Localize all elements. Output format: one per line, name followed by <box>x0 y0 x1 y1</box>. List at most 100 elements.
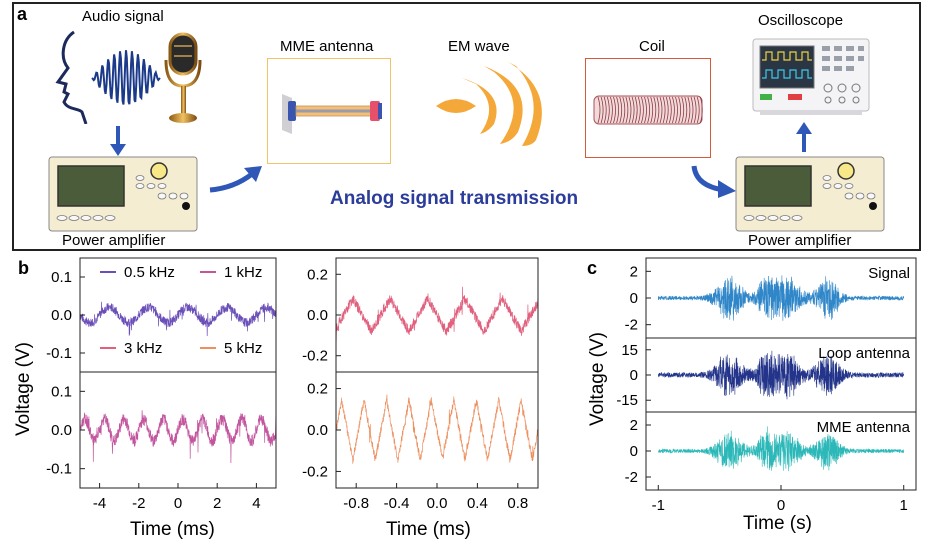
x-tick-label: 2 <box>213 495 221 512</box>
mme-antenna-icon <box>282 94 382 134</box>
coil-turn <box>634 96 638 124</box>
coil-turn <box>597 96 601 124</box>
y-tick-label: 0 <box>630 443 638 460</box>
power-amplifier-left-label: Power amplifier <box>62 232 166 249</box>
coil-turn <box>699 96 703 124</box>
panel-b-xlabel-right: Time (ms) <box>386 519 471 540</box>
y-tick-label: -0.2 <box>302 463 328 480</box>
y-tick-label: 2 <box>630 417 638 434</box>
y-tick-label: -15 <box>616 392 638 409</box>
series-label: MME antenna <box>817 419 911 436</box>
curved-arrow-down-icon <box>691 165 736 198</box>
trace-b-top-left <box>80 301 276 337</box>
coil-turn <box>662 96 666 124</box>
y-tick-label: -0.1 <box>46 345 72 362</box>
coil-label: Coil <box>639 38 665 55</box>
y-tick-label: -0.1 <box>46 461 72 478</box>
audio-signal-label: Audio signal <box>82 8 164 25</box>
panel-b-xlabel-left: Time (ms) <box>130 519 215 540</box>
panel-b-letter: b <box>18 258 29 278</box>
power-amplifier-right-label: Power amplifier <box>748 232 852 249</box>
coil-turn <box>637 96 641 124</box>
coil-turn <box>619 96 623 124</box>
coil-turn <box>684 96 688 124</box>
y-tick-label: 0.1 <box>51 383 72 400</box>
coil-turn <box>656 96 660 124</box>
curved-arrow-icon <box>209 166 262 193</box>
x-tick-label: 0.8 <box>507 495 528 512</box>
arrow-up-icon <box>796 122 812 152</box>
y-tick-label: -2 <box>625 317 638 334</box>
x-tick-label: -2 <box>132 495 145 512</box>
panel-c-xlabel: Time (s) <box>743 513 812 534</box>
trace-b-top-right <box>336 286 538 342</box>
oscilloscope-icon <box>752 38 870 115</box>
mme-antenna-frame <box>267 58 391 164</box>
coil-turn <box>610 96 613 124</box>
coil-turn <box>690 96 694 124</box>
x-tick-label: -0.8 <box>343 495 369 512</box>
trace-c-signal <box>658 275 904 321</box>
mme-antenna-label: MME antenna <box>280 38 374 55</box>
y-tick-label: 0.0 <box>307 307 328 324</box>
y-tick-label: -0.2 <box>302 348 328 365</box>
y-tick-label: 0.0 <box>51 422 72 439</box>
oscilloscope-label: Oscilloscope <box>758 12 844 29</box>
arrow-down-icon <box>110 126 126 156</box>
y-tick-label: 0.1 <box>51 269 72 286</box>
face-waveform-icon <box>55 30 161 124</box>
coil-turn <box>675 96 678 124</box>
y-tick-label: 0.0 <box>307 422 328 439</box>
coil-turn <box>600 96 604 124</box>
microphone-icon <box>164 32 202 123</box>
legend-label: 0.5 kHz <box>124 264 175 281</box>
y-tick-label: 0 <box>630 367 638 384</box>
y-tick-label: 15 <box>621 342 638 359</box>
coil-turn <box>613 96 616 124</box>
x-tick-label: -0.4 <box>384 495 410 512</box>
coil-turn <box>659 96 663 124</box>
legend-label: 5 kHz <box>224 340 262 357</box>
coil-turn <box>696 96 700 124</box>
y-tick-label: 0 <box>630 290 638 307</box>
legend-label: 1 kHz <box>224 264 262 281</box>
trace-b-bottom-right <box>336 394 538 464</box>
trace-c-mme <box>658 426 904 472</box>
coil-frame <box>585 58 711 158</box>
coil-turn <box>687 96 691 124</box>
y-tick-label: 0.2 <box>307 381 328 398</box>
coil-turn <box>622 96 626 124</box>
x-tick-label: 4 <box>252 495 260 512</box>
panel-c-letter: c <box>587 258 598 278</box>
panel-a-letter: a <box>17 4 28 24</box>
coil-turn <box>631 96 635 124</box>
legend-label: 3 kHz <box>124 340 162 357</box>
coil-turn <box>628 96 632 124</box>
x-tick-label: 1 <box>900 497 908 514</box>
coil-icon <box>593 95 703 125</box>
y-tick-label: 0.0 <box>51 307 72 324</box>
y-tick-label: 2 <box>630 263 638 280</box>
coil-turn <box>650 96 654 124</box>
coil-turn <box>668 96 672 124</box>
series-label: Loop antenna <box>818 345 910 362</box>
coil-turn <box>606 96 610 124</box>
coil-turn <box>616 96 619 124</box>
coil-turn <box>647 96 650 124</box>
x-tick-label: 0 <box>777 497 785 514</box>
coil-turn <box>693 96 697 124</box>
coil-turn <box>672 96 675 124</box>
x-tick-label: 0 <box>174 495 182 512</box>
x-tick-label: -4 <box>93 495 106 512</box>
power-amplifier-left-device <box>48 156 198 232</box>
coil-turn <box>644 96 647 124</box>
panel-a-frame <box>12 2 921 251</box>
trace-b-bottom-left <box>80 410 276 464</box>
coil-turn <box>641 96 644 124</box>
coil-turn <box>603 96 607 124</box>
coil-turn <box>665 96 669 124</box>
em-wave-icon <box>436 62 542 146</box>
x-tick-label: -1 <box>652 497 665 514</box>
